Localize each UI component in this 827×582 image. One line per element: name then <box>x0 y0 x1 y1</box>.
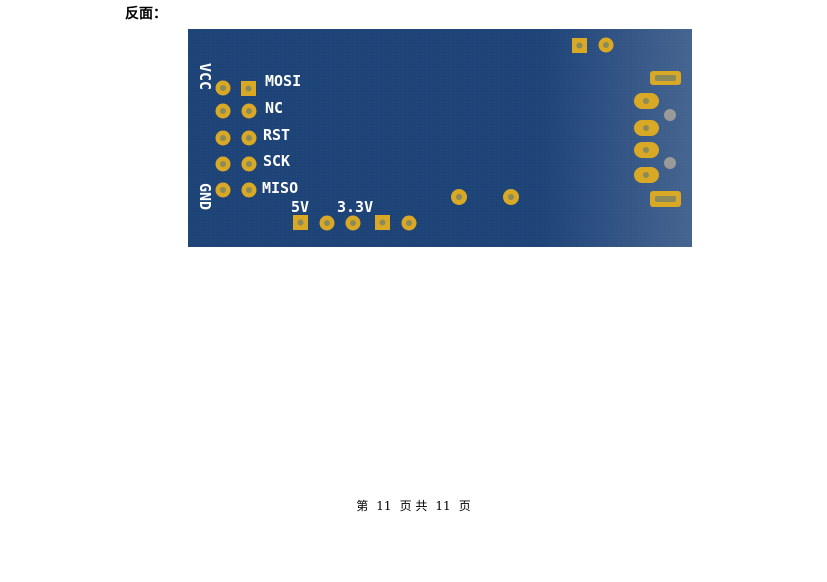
label-sck: SCK <box>263 152 290 170</box>
label-mosi: MOSI <box>265 72 301 90</box>
label-3v3: 3.3V <box>337 198 373 216</box>
top-right-pads <box>572 37 614 53</box>
footer-page-number: 11 <box>376 499 392 513</box>
page-footer: 第 11 页 共 11 页 <box>0 497 827 514</box>
pcb-back-side-image: MOSI NC RST SCK MISO VCC GND 5V 3.3V <box>188 29 692 247</box>
footer-suffix: 页 <box>458 499 471 513</box>
label-rst: RST <box>263 126 290 144</box>
label-vcc: VCC <box>196 63 214 90</box>
footer-total-pages: 11 <box>435 499 451 513</box>
pcb-sheen <box>188 29 692 247</box>
label-gnd: GND <box>196 183 214 210</box>
label-miso: MISO <box>262 179 298 197</box>
antenna-connector-pads <box>634 71 681 207</box>
power-header-pads <box>293 215 417 231</box>
section-heading: 反面： <box>125 6 167 22</box>
label-5v: 5V <box>291 198 309 216</box>
footer-mid: 页 共 <box>399 499 428 513</box>
footer-prefix: 第 <box>356 499 369 513</box>
middle-pads <box>451 189 519 205</box>
label-nc: NC <box>265 99 283 117</box>
header-pad-column-right <box>241 81 257 198</box>
header-pad-column-left <box>215 80 231 198</box>
